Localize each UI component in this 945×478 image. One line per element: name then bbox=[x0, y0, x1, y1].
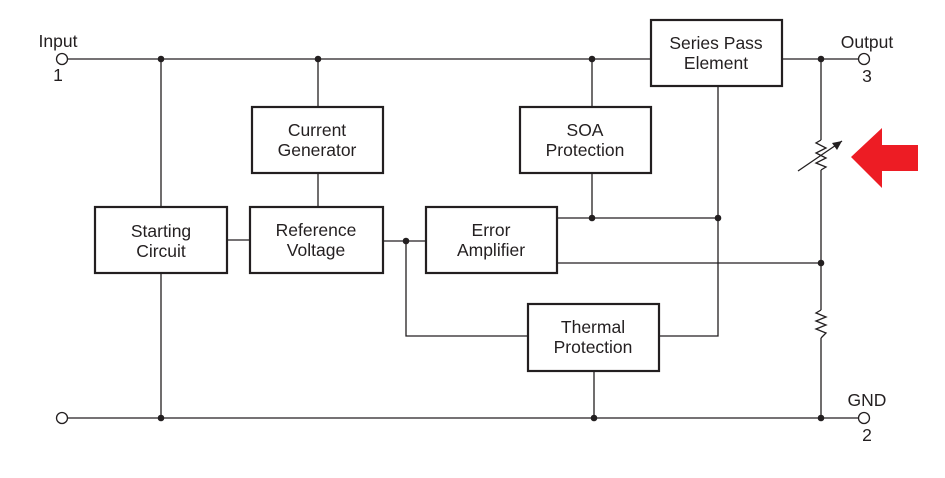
ground-left-terminal bbox=[55, 411, 69, 425]
junction-dots bbox=[157, 55, 825, 422]
svg-text:Error: Error bbox=[472, 220, 511, 240]
svg-text:Series Pass: Series Pass bbox=[669, 33, 763, 53]
wires bbox=[67, 58, 859, 419]
resistor-icon bbox=[814, 309, 828, 339]
svg-text:Protection: Protection bbox=[546, 140, 625, 160]
error-amplifier-block: Error Amplifier bbox=[424, 205, 559, 275]
reference-to-thermal bbox=[405, 241, 528, 337]
svg-text:Starting: Starting bbox=[131, 221, 191, 241]
output-terminal bbox=[857, 52, 871, 66]
gnd-pin-number: 2 bbox=[862, 425, 872, 445]
svg-text:Circuit: Circuit bbox=[136, 241, 186, 261]
current-generator-block: Current Generator bbox=[250, 105, 385, 175]
input-label: Input bbox=[39, 31, 78, 51]
svg-text:Generator: Generator bbox=[278, 140, 357, 160]
reference-voltage-block: Reference Voltage bbox=[248, 205, 385, 275]
svg-text:Element: Element bbox=[684, 53, 748, 73]
gnd-terminal bbox=[857, 411, 871, 425]
thermal-protection-block: Thermal Protection bbox=[526, 302, 661, 373]
svg-text:Reference: Reference bbox=[276, 220, 357, 240]
svg-text:Voltage: Voltage bbox=[287, 240, 345, 260]
svg-text:Protection: Protection bbox=[554, 337, 633, 357]
output-label: Output bbox=[841, 32, 894, 52]
svg-text:Amplifier: Amplifier bbox=[457, 240, 525, 260]
output-pin-number: 3 bbox=[862, 66, 872, 86]
series-pass-element-block: Series Pass Element bbox=[649, 18, 784, 88]
starting-circuit-block: Starting Circuit bbox=[93, 205, 229, 275]
series-pass-drive bbox=[659, 86, 719, 337]
variable-resistor-icon bbox=[797, 139, 843, 172]
svg-text:Thermal: Thermal bbox=[561, 317, 625, 337]
input-terminal bbox=[55, 52, 69, 66]
input-pin-number: 1 bbox=[53, 65, 63, 85]
gnd-label: GND bbox=[848, 390, 887, 410]
soa-protection-block: SOA Protection bbox=[518, 105, 653, 175]
svg-text:Current: Current bbox=[288, 120, 346, 140]
red-arrow-left-icon bbox=[851, 128, 918, 188]
svg-text:SOA: SOA bbox=[567, 120, 604, 140]
